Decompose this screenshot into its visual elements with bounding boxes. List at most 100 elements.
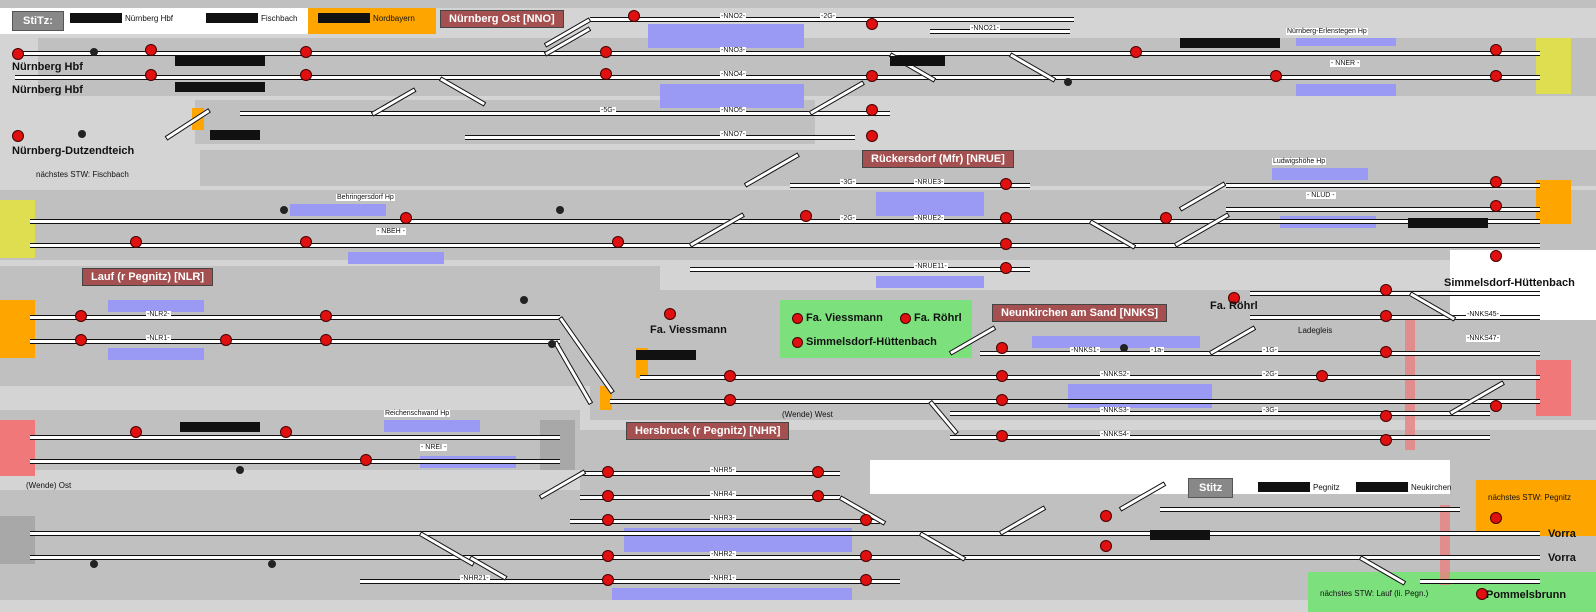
place-nuernberg-hbf-1: Nürnberg Hbf <box>12 61 83 73</box>
track-label-5g: -5G- <box>600 107 616 114</box>
signal[interactable] <box>300 236 312 248</box>
signal[interactable] <box>12 130 24 142</box>
signal[interactable] <box>996 342 1008 354</box>
signal[interactable] <box>664 308 676 320</box>
signal[interactable] <box>1490 400 1502 412</box>
track-label-nno4: -NNO4- <box>720 71 747 78</box>
track-label-nrue2: -NRUE2- <box>914 215 945 222</box>
track-label-nno3: -NNO3- <box>720 47 747 54</box>
simmelsdorf-link[interactable]: Simmelsdorf-Hüttenbach <box>792 336 937 348</box>
station-header-nnks[interactable]: Neunkirchen am Sand [NNKS] <box>992 304 1168 322</box>
signal[interactable] <box>602 550 614 562</box>
signal[interactable] <box>1000 212 1012 224</box>
fa-roehrl-link[interactable]: Fa. Röhrl <box>900 312 962 324</box>
signal[interactable] <box>1380 284 1392 296</box>
signal[interactable] <box>812 466 824 478</box>
signal[interactable] <box>800 210 812 222</box>
place-vorra-1: Vorra <box>1548 528 1576 540</box>
signal[interactable] <box>12 48 24 60</box>
signal[interactable] <box>600 68 612 80</box>
signal[interactable] <box>602 574 614 586</box>
station-header-nlr[interactable]: Lauf (r Pegnitz) [NLR] <box>82 268 214 286</box>
track-label-nnks2: -NNKS2- <box>1100 371 1131 378</box>
signal[interactable] <box>866 104 878 116</box>
signal[interactable] <box>320 334 332 346</box>
track-label-nhr5: -NHR5- <box>710 467 736 474</box>
signal[interactable] <box>145 44 157 56</box>
signal[interactable] <box>75 310 87 322</box>
signal[interactable] <box>1490 250 1502 262</box>
signal[interactable] <box>866 18 878 30</box>
signal[interactable] <box>1476 588 1488 600</box>
signal[interactable] <box>600 46 612 58</box>
track-label-nlr2: -NLR2- <box>146 311 171 318</box>
signal[interactable] <box>75 334 87 346</box>
siding-legend-box <box>780 300 972 358</box>
signal[interactable] <box>1490 200 1502 212</box>
station-header-nno[interactable]: Nürnberg Ost [NNO] <box>440 10 564 28</box>
signal[interactable] <box>1380 310 1392 322</box>
wende-west: (Wende) West <box>782 410 833 419</box>
signal[interactable] <box>996 394 1008 406</box>
signal[interactable] <box>1380 434 1392 446</box>
signal[interactable] <box>280 426 292 438</box>
signal[interactable] <box>1490 44 1502 56</box>
signal[interactable] <box>1490 512 1502 524</box>
signal[interactable] <box>602 514 614 526</box>
stitz-toggle-bottom[interactable]: Stitz <box>1188 478 1234 498</box>
signal[interactable] <box>320 310 332 322</box>
display-icon <box>70 13 122 23</box>
wende-ost: (Wende) Ost <box>26 481 72 490</box>
track-label-1g: -1G- <box>1262 347 1278 354</box>
signal[interactable] <box>1490 176 1502 188</box>
fa-viessmann-link[interactable]: Fa. Viessmann <box>792 312 883 324</box>
place-dutzendteich: Nürnberg-Dutzendteich <box>12 145 135 157</box>
signal-lamp-icon <box>792 336 803 348</box>
signal[interactable] <box>400 212 412 224</box>
signal[interactable] <box>860 574 872 586</box>
signal[interactable] <box>360 454 372 466</box>
signal[interactable] <box>1270 70 1282 82</box>
legend-item-pegnitz: Pegnitz <box>1258 482 1340 492</box>
signal[interactable] <box>866 70 878 82</box>
signal[interactable] <box>1380 410 1392 422</box>
signal[interactable] <box>866 130 878 142</box>
signal[interactable] <box>300 69 312 81</box>
track-label-3g-nnks: -3G- <box>1262 407 1278 414</box>
signal[interactable] <box>145 69 157 81</box>
signal[interactable] <box>1316 370 1328 382</box>
signal[interactable] <box>1160 212 1172 224</box>
station-header-nrue[interactable]: Rückersdorf (Mfr) [NRUE] <box>862 150 1014 168</box>
signal-lamp-icon <box>900 312 911 324</box>
signal[interactable] <box>1490 70 1502 82</box>
signal[interactable] <box>1100 510 1112 522</box>
signal[interactable] <box>860 550 872 562</box>
signal[interactable] <box>1380 346 1392 358</box>
signal[interactable] <box>1000 238 1012 250</box>
signal[interactable] <box>628 10 640 22</box>
signal[interactable] <box>1130 46 1142 58</box>
signal[interactable] <box>1228 292 1240 304</box>
signal[interactable] <box>602 490 614 502</box>
signal[interactable] <box>996 370 1008 382</box>
signal[interactable] <box>130 426 142 438</box>
signal[interactable] <box>602 466 614 478</box>
signal[interactable] <box>300 46 312 58</box>
signal[interactable] <box>996 430 1008 442</box>
signal[interactable] <box>724 394 736 406</box>
signal[interactable] <box>860 514 872 526</box>
signal[interactable] <box>724 370 736 382</box>
signal[interactable] <box>612 236 624 248</box>
track-label-nhr1: -NHR1- <box>710 575 736 582</box>
signal[interactable] <box>812 490 824 502</box>
station-header-nhr[interactable]: Hersbruck (r Pegnitz) [NHR] <box>626 422 790 440</box>
ladegleis-label: Ladegleis <box>1298 326 1333 335</box>
next-stw-pegnitz: nächstes STW: Pegnitz <box>1488 493 1571 502</box>
signal[interactable] <box>130 236 142 248</box>
signal[interactable] <box>1100 540 1112 552</box>
display-icon <box>318 13 370 23</box>
signal[interactable] <box>1000 262 1012 274</box>
stitz-toggle-top[interactable]: StiTz: <box>12 11 64 31</box>
signal[interactable] <box>220 334 232 346</box>
signal[interactable] <box>1000 178 1012 190</box>
